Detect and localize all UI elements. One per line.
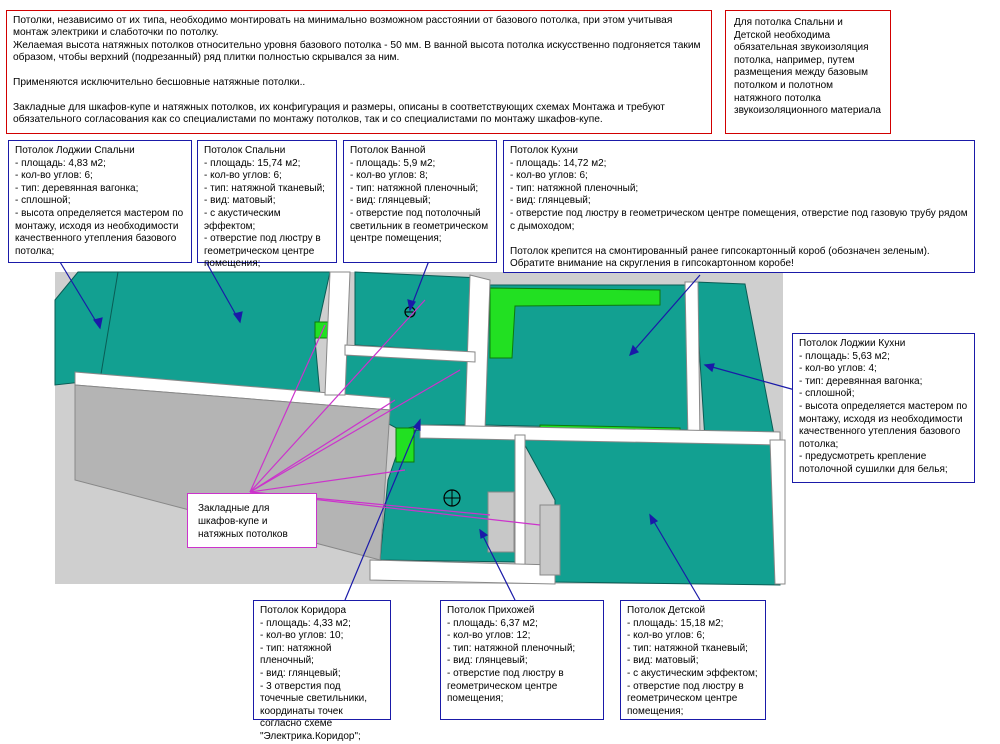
wall-bedroom-bath	[324, 271, 351, 396]
wardrobe-niche-nursery	[539, 504, 561, 576]
wall-right	[769, 439, 786, 585]
room-box-bathroom: Потолок Ванной - площадь: 5,9 м2; - кол-…	[343, 140, 497, 263]
floor-plan-render	[54, 257, 796, 601]
room-box-corridor: Потолок Коридора - площадь: 4,33 м2; - к…	[253, 600, 391, 742]
wall-kitchen-loggia	[684, 281, 701, 441]
embeds-label-box: Закладные для шкафов-купе и натяжных пот…	[187, 493, 317, 548]
ceiling-bedroom	[99, 271, 331, 396]
hallway-chandelier-icon	[443, 489, 461, 507]
room-box-kitchen: Потолок Кухни - площадь: 14,72 м2; - кол…	[503, 140, 975, 273]
room-box-loggia-bedroom: Потолок Лоджии Спальни - площадь: 4,83 м…	[8, 140, 192, 263]
room-box-hallway: Потолок Прихожей - площадь: 6,37 м2; - к…	[440, 600, 604, 720]
soundproofing-note-box: Для потолка Спальни и Детской необходима…	[725, 10, 891, 134]
wall-hallway-nursery	[514, 434, 526, 566]
ceiling-nursery	[521, 439, 781, 586]
ceiling-bathroom	[354, 271, 481, 353]
wall-front-hallway	[369, 559, 556, 585]
room-leader-arrows	[59, 257, 796, 601]
drywall-box-kitchen	[489, 287, 661, 359]
ceiling-kitchen	[484, 284, 691, 431]
wall-bath-corridor	[344, 344, 476, 363]
room-box-bedroom: Потолок Спальни - площадь: 15,74 м2; - к…	[197, 140, 337, 269]
room-box-nursery: Потолок Детской - площадь: 15,18 м2; - к…	[620, 600, 766, 720]
drywall-box-hallway	[395, 427, 415, 463]
general-notes-box: Потолки, независимо от их типа, необходи…	[6, 10, 712, 134]
embeds-leader-lines	[249, 299, 541, 526]
room-box-loggia-kitchen: Потолок Лоджии Кухни - площадь: 5,63 м2;…	[792, 333, 975, 483]
